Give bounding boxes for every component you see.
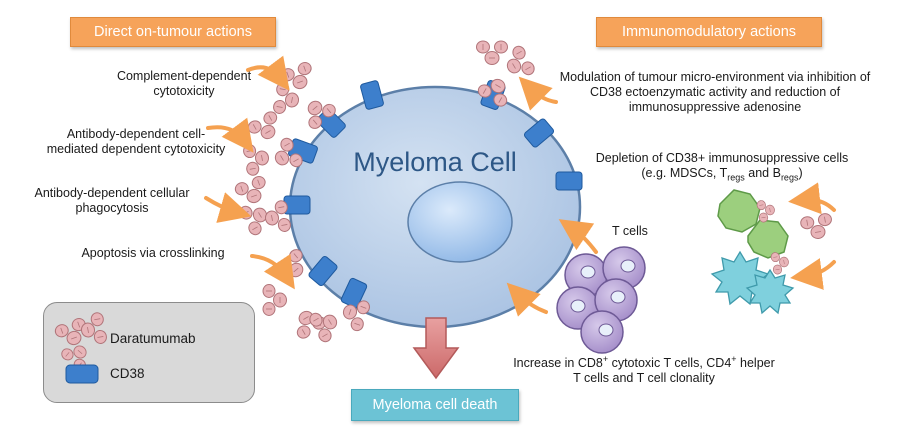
- arrow: [788, 182, 836, 215]
- cd38-receptor: [316, 108, 346, 138]
- label-apoptosis: Apoptosis via crosslinking: [81, 246, 225, 260]
- arrow: [790, 258, 836, 290]
- legend-cd38-icon: [65, 364, 99, 384]
- breg-cell: [745, 268, 795, 315]
- cd38-receptor: [555, 171, 583, 191]
- label-depletion: Depletion of CD38+ immunosuppressive cel…: [595, 151, 849, 183]
- cd38-receptor: [340, 277, 368, 309]
- cd38-receptor: [308, 255, 338, 287]
- arrow: [518, 76, 558, 111]
- mdsc-cell: [717, 189, 761, 233]
- arrow: [506, 282, 548, 317]
- mdsc-cells: [717, 189, 789, 259]
- arrow: [250, 253, 295, 290]
- label-adcc: Antibody-dependent cell-mediated depende…: [46, 127, 226, 156]
- label-increase: Increase in CD8+ cytotoxic T cells, CD4+…: [513, 354, 775, 386]
- legend-label-daratumumab: Daratumumab: [110, 331, 196, 346]
- left-arrows: [204, 55, 295, 290]
- breg-cells: [710, 250, 795, 315]
- t-cell: [594, 278, 638, 322]
- cd38-receptor: [283, 195, 311, 215]
- cell-death-arrow: [412, 317, 460, 380]
- header-direct-actions: Direct on-tumour actions: [70, 17, 276, 47]
- cell-nucleus: [407, 181, 513, 263]
- label-modulation: Modulation of tumour micro-environment v…: [559, 70, 871, 114]
- cell-title: Myeloma Cell: [353, 147, 517, 177]
- t-cell: [580, 310, 624, 354]
- outcome-cell-death: Myeloma cell death: [351, 389, 519, 421]
- t-cells-cluster: [556, 246, 646, 354]
- cd38-receptor: [523, 118, 555, 148]
- arrow: [558, 219, 598, 254]
- arrow: [206, 117, 254, 153]
- header-immunomodulatory-actions: Immunomodulatory actions: [596, 17, 822, 47]
- label-t-cells: T cells: [612, 224, 648, 238]
- arrow: [246, 55, 290, 91]
- cd38-receptor: [360, 80, 384, 110]
- legend-antibody-icon: [53, 311, 108, 374]
- legend-label-cd38: CD38: [110, 366, 145, 381]
- arrow: [204, 192, 252, 223]
- right-arrows: [506, 76, 836, 317]
